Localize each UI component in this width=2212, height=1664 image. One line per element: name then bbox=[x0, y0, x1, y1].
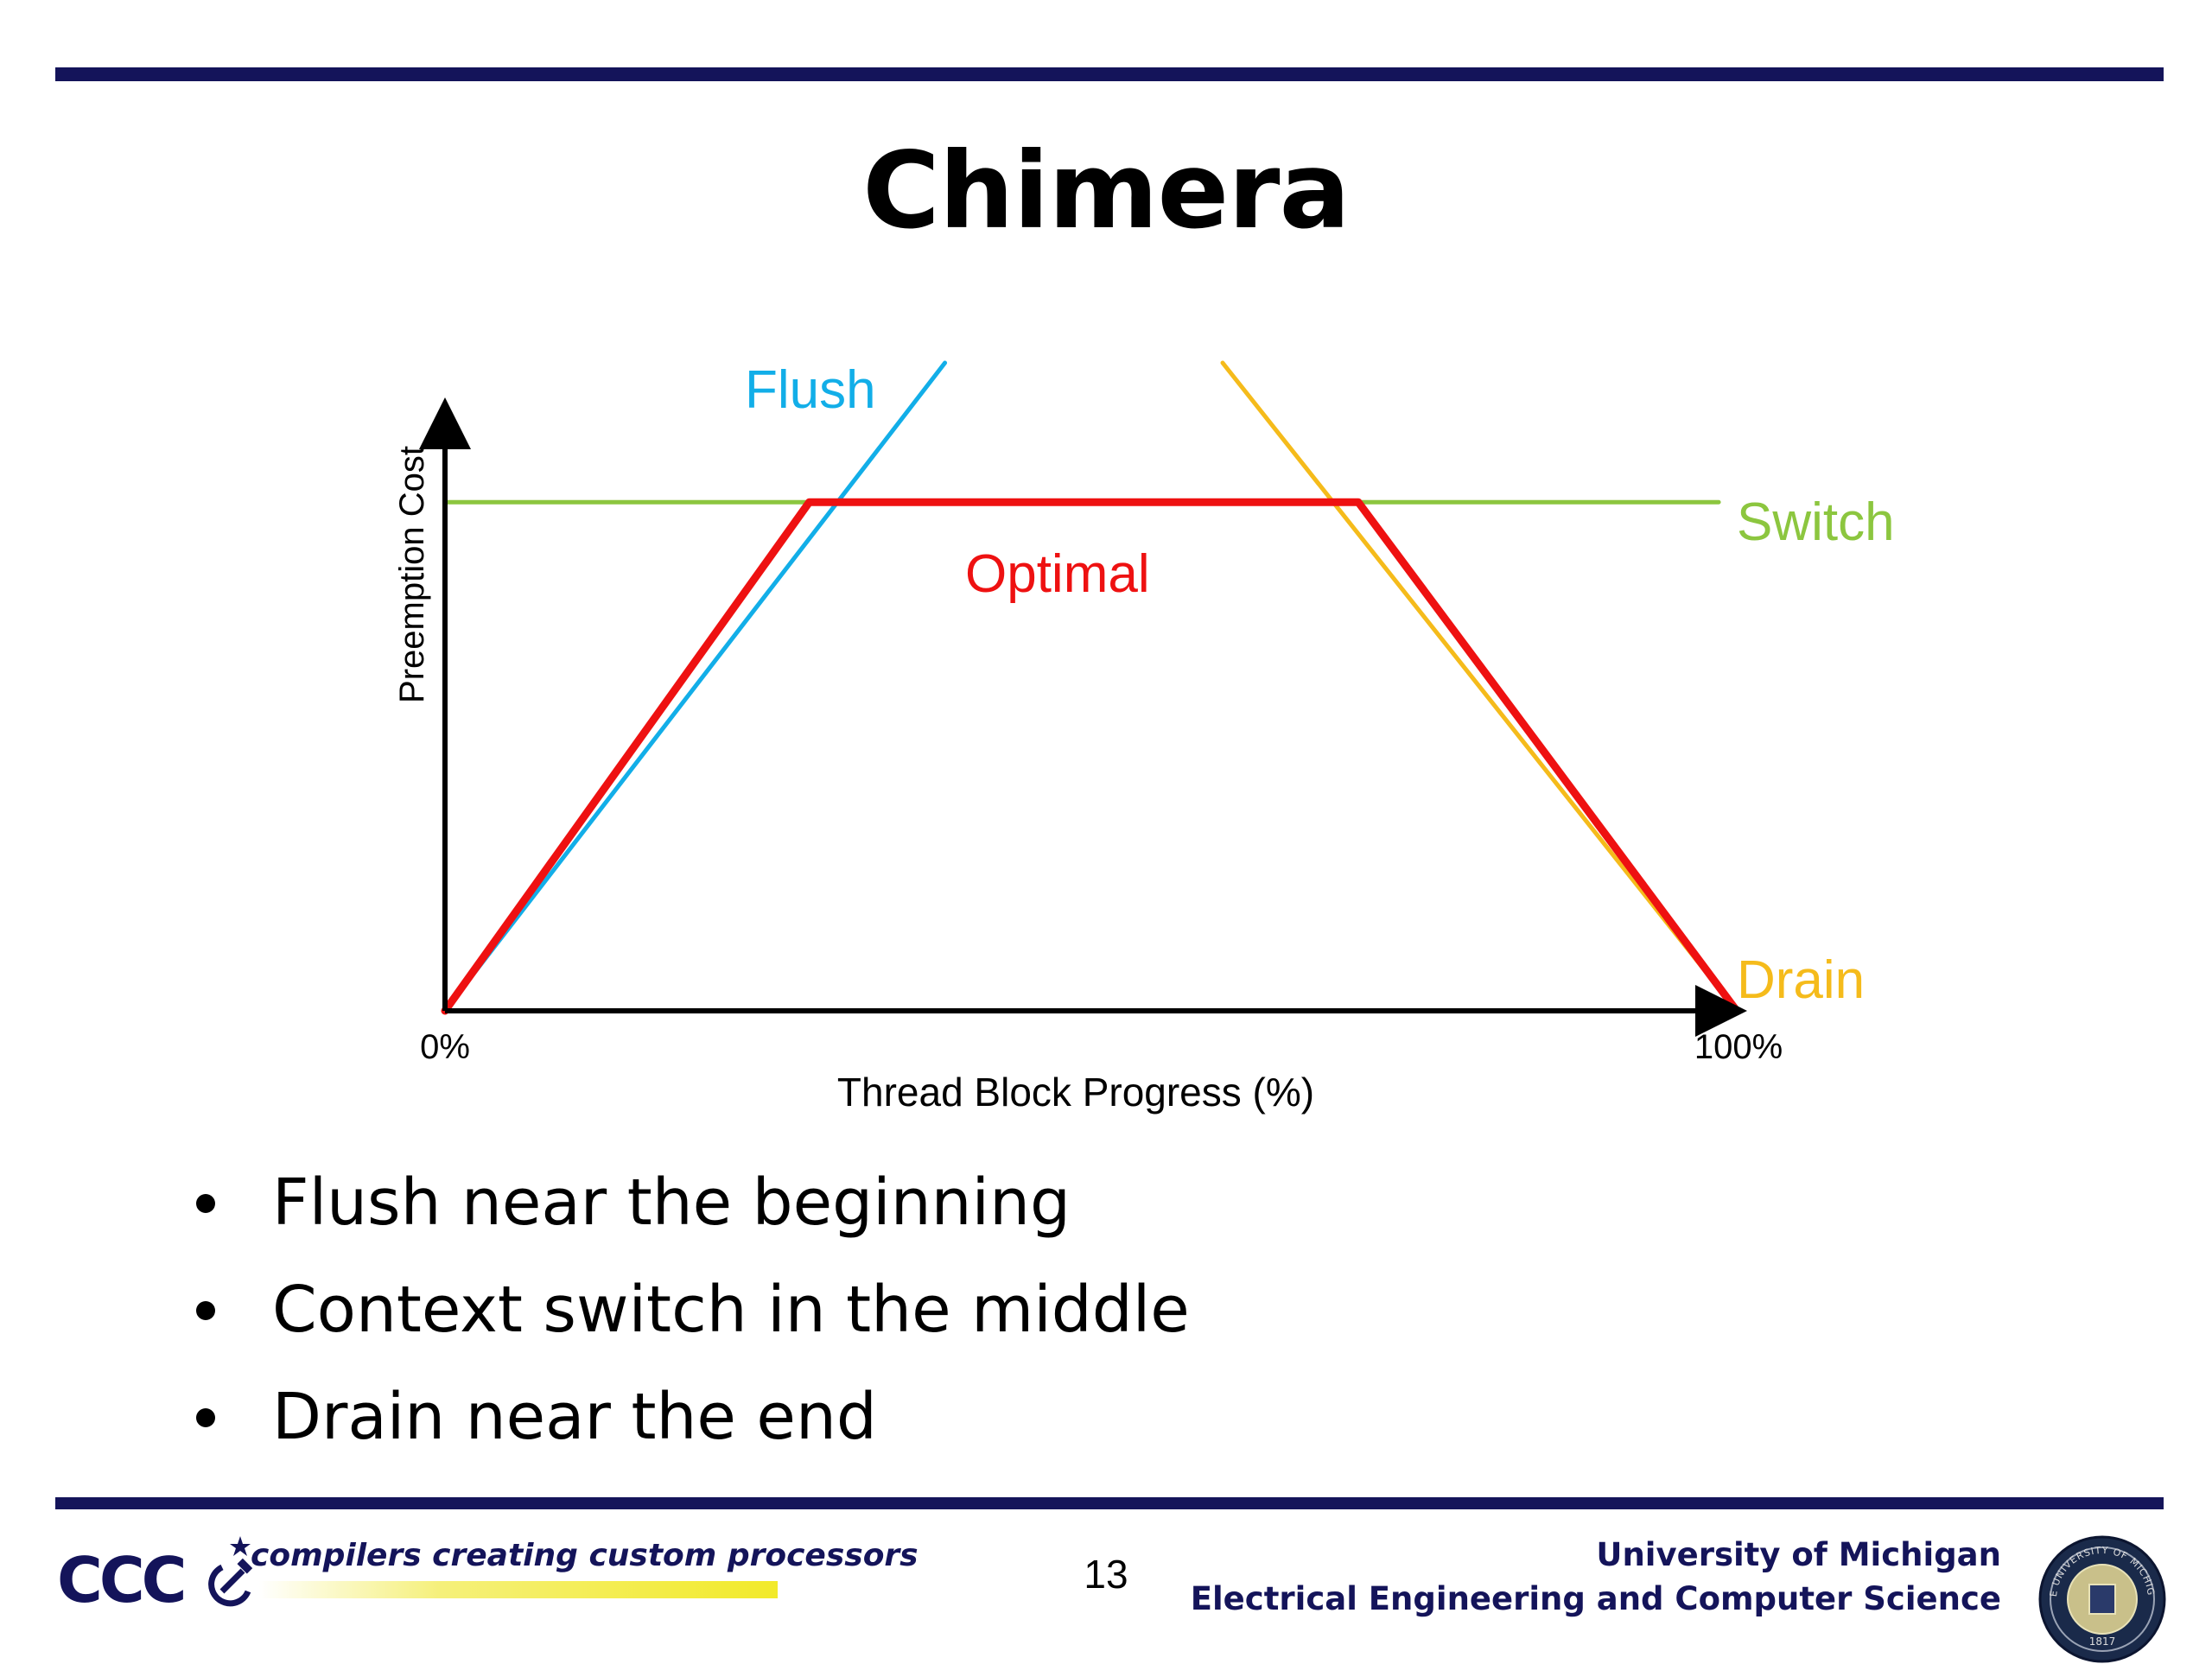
top-rule bbox=[55, 67, 2164, 81]
drain-series-line bbox=[1220, 360, 1739, 1013]
x-tick-label-end: 100% bbox=[1694, 1028, 1783, 1066]
flush-label: Flush bbox=[745, 360, 876, 420]
x-tick-label-start: 0% bbox=[420, 1028, 470, 1066]
ccc-logo: CCC bbox=[57, 1536, 253, 1616]
bullet-item: Context switch in the middle bbox=[186, 1256, 1190, 1363]
bottom-rule bbox=[55, 1497, 2164, 1509]
y-axis-label: Preemption Cost bbox=[393, 446, 431, 703]
bullet-text: Context switch in the middle bbox=[272, 1273, 1190, 1347]
ccc-logo-text: CCC bbox=[57, 1544, 184, 1616]
optimal-label: Optimal bbox=[965, 544, 1150, 604]
bullet-list: Flush near the beginning Context switch … bbox=[186, 1149, 1190, 1470]
slide-title: Chimera bbox=[862, 130, 1351, 252]
footer-tagline: compilers creating custom processors bbox=[251, 1538, 918, 1573]
drain-label: Drain bbox=[1737, 950, 1865, 1010]
flush-series-line bbox=[442, 360, 948, 1013]
bullet-item: Drain near the end bbox=[186, 1363, 1190, 1470]
x-axis-label: Thread Block Progress (%) bbox=[837, 1070, 1314, 1115]
hammer-sickle-icon bbox=[208, 1558, 253, 1607]
university-seal-icon: THE UNIVERSITY OF MICHIGAN 1817 bbox=[2037, 1534, 2166, 1663]
seal-year: 1817 bbox=[2089, 1635, 2116, 1648]
affiliation-university: University of Michigan bbox=[1596, 1536, 2001, 1573]
bullet-dot bbox=[196, 1408, 215, 1427]
affiliation-department: Electrical Engineering and Computer Scie… bbox=[1190, 1580, 2001, 1617]
bullet-text: Drain near the end bbox=[272, 1380, 877, 1454]
switch-label: Switch bbox=[1737, 492, 1895, 552]
star-icon bbox=[230, 1536, 251, 1556]
tagline-highlight bbox=[259, 1581, 778, 1598]
bullet-dot bbox=[196, 1194, 215, 1213]
bullet-text: Flush near the beginning bbox=[272, 1165, 1071, 1240]
optimal-series-line bbox=[441, 498, 1741, 1015]
bullet-dot bbox=[196, 1301, 215, 1320]
bullet-item: Flush near the beginning bbox=[186, 1149, 1190, 1256]
page-number: 13 bbox=[1084, 1552, 1128, 1597]
preemption-cost-chart: Preemption Cost Thread Block Progress (%… bbox=[393, 360, 1895, 1115]
